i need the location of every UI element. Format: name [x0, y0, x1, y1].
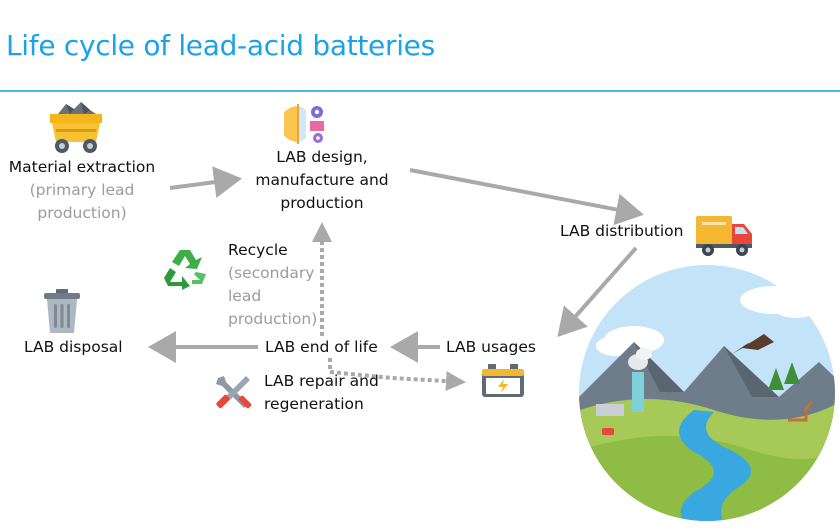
- recycle-sub-1: (secondary: [228, 264, 315, 282]
- node-lab-usages: LAB usages: [446, 338, 537, 356]
- recycle-icon: [164, 250, 206, 290]
- node-lab-end-of-life: LAB end of life: [265, 338, 378, 356]
- node-lab-disposal: LAB disposal: [24, 338, 123, 356]
- node-lab-distribution: LAB distribution: [560, 222, 684, 240]
- repair-line-2: regeneration: [264, 395, 364, 413]
- repair-line-1: LAB repair and: [264, 372, 379, 390]
- extraction-label: Material extraction: [8, 158, 156, 176]
- dotted-arrow-repair-to-usages: [328, 358, 466, 392]
- mine-cart-icon: [50, 102, 102, 153]
- extraction-sub-2: production): [37, 204, 127, 222]
- landscape-globe-icon: [579, 265, 835, 521]
- tools-icon: [216, 376, 252, 409]
- node-lab-repair: LAB repair and regeneration: [264, 370, 379, 416]
- arrow-design-to-distribution: [409, 168, 644, 226]
- design-line-2: manufacture and: [255, 171, 389, 189]
- delivery-truck-icon: [696, 216, 752, 256]
- node-material-extraction: Material extraction (primary lead produc…: [0, 156, 164, 225]
- arrow-extraction-to-design: [169, 166, 242, 199]
- design-line-1: LAB design,: [276, 148, 368, 166]
- battery-icon: [482, 364, 524, 397]
- recycle-sub-3: production): [228, 310, 318, 328]
- node-lab-design: LAB design, manufacture and production: [236, 146, 408, 215]
- arrow-distribution-to-usages: [557, 246, 638, 337]
- node-recycle: Recycle (secondary lead production): [228, 239, 317, 331]
- extraction-sub-1: (primary lead: [29, 181, 135, 199]
- recycle-label: Recycle: [228, 241, 288, 259]
- recycle-sub-2: lead: [228, 287, 262, 305]
- design-gears-icon: [284, 104, 324, 144]
- trash-can-icon: [44, 289, 80, 333]
- page-title: Life cycle of lead-acid batteries: [6, 29, 435, 62]
- title-divider: [0, 90, 840, 92]
- design-line-3: production: [280, 194, 364, 212]
